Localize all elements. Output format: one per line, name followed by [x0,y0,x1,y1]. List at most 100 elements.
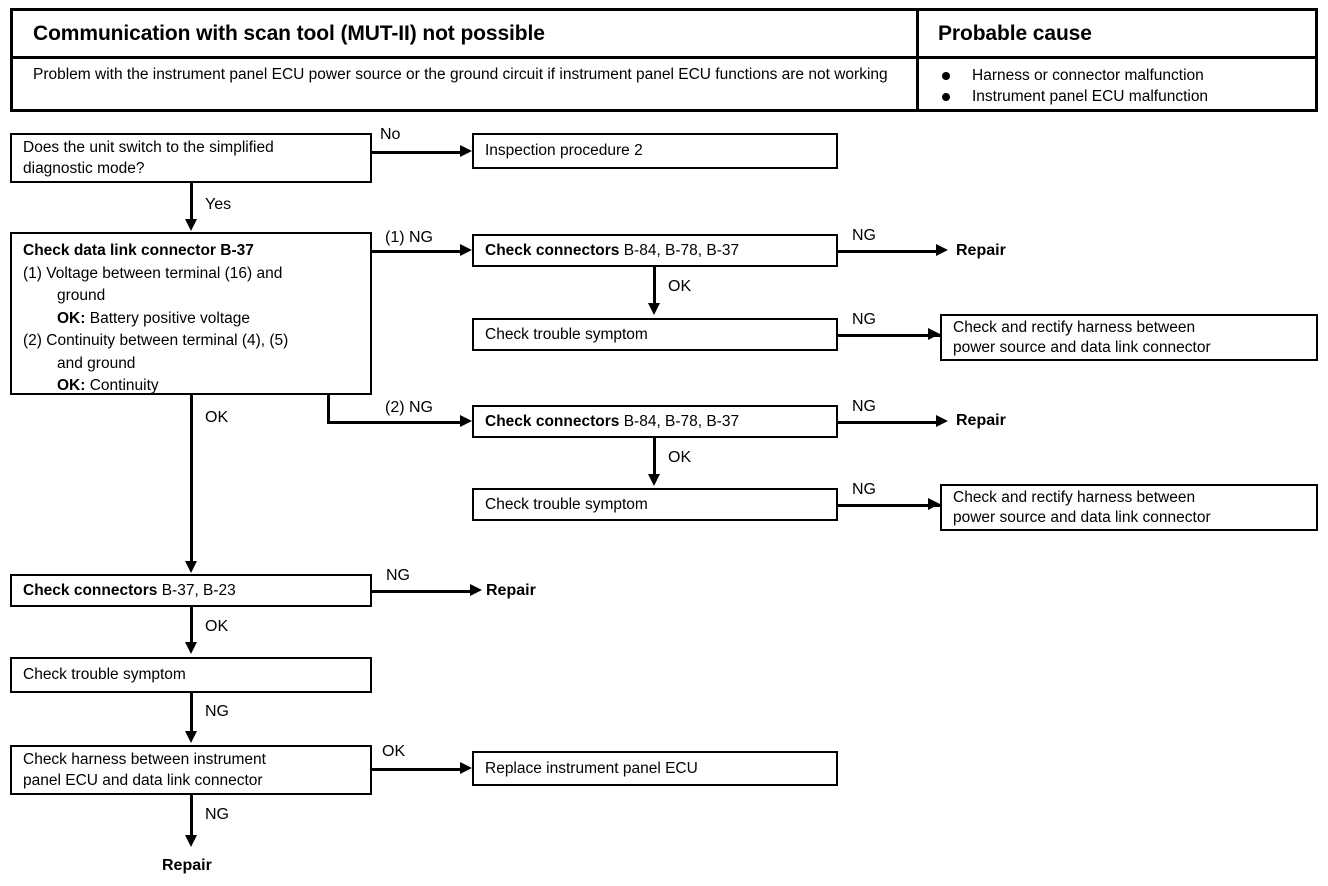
edge-yes-line [190,183,193,221]
edge-ng1-line [372,250,462,253]
node-inspection-procedure: Inspection procedure 2 [472,133,838,169]
cause-text: Harness or connector malfunction [972,67,1204,84]
symptom-description: Problem with the instrument panel ECU po… [33,66,888,83]
rectify-harness-2-line1: Check and rectify harness between [953,488,1196,506]
check-connectors-2-label: Check connectors [485,412,620,430]
node-rectify-harness-1: Check and rectify harness between power … [940,314,1318,361]
edge-label-ok4: OK [382,743,406,760]
edge-ng-rectify2-line [838,504,942,507]
edge-yes-arrow [185,219,197,231]
check-trouble-symptom-2-text: Check trouble symptom [485,495,648,513]
edge-label-ng2: (2) NG [385,399,433,416]
bullet-icon [942,93,950,101]
node-check-connectors-1: Check connectors B-84, B-78, B-37 [472,234,838,267]
symptom-header-table: Communication with scan tool (MUT-II) no… [10,8,1318,112]
edge-ok4-line [372,768,464,771]
edge-label-yes: Yes [205,196,232,213]
inspection-procedure-text: Inspection procedure 2 [485,142,643,159]
header-vertical-divider [916,11,919,109]
node-check-connectors-3: Check connectors B-37, B-23 [10,574,372,607]
check-dlc-title: Check data link connector B-37 [23,242,254,259]
edge-ok3-line [190,607,193,644]
edge-label-ng-down1: NG [205,703,229,720]
node-check-harness: Check harness between instrument panel E… [10,745,372,795]
check-dlc-step1: (1) Voltage between terminal (16) and [23,264,283,282]
edge-label-ok-main: OK [205,409,229,426]
rectify-harness-1-line1: Check and rectify harness between [953,318,1196,336]
edge-label-ok3: OK [205,618,229,635]
node-check-connectors-2: Check connectors B-84, B-78, B-37 [472,405,838,438]
edge-label-ng1: (1) NG [385,229,433,246]
check-dlc-ok2-label: OK: [57,377,86,394]
cause-list-item: Instrument panel ECU malfunction [938,86,1308,107]
edge-ng-down2-line [190,795,193,837]
header-horizontal-divider [13,56,1315,59]
check-connectors-3-ids: B-37, B-23 [161,581,236,599]
edge-ng-repair3-arrow [470,584,482,596]
edge-ok2-arrow [648,474,660,486]
edge-ng-repair1-arrow [936,244,948,256]
edge-ok4-arrow [460,762,472,774]
check-connectors-1-label: Check connectors [485,241,620,259]
node-repair-3: Repair [486,582,536,599]
node-repair-1: Repair [956,242,1006,259]
rectify-harness-2-line2: power source and data link connector [953,508,1211,526]
cause-text: Instrument panel ECU malfunction [972,88,1209,105]
edge-label-no: No [380,126,401,143]
check-trouble-symptom-3-text: Check trouble symptom [23,666,186,683]
node-check-data-link-connector: Check data link connector B-37 (1) Volta… [10,232,372,395]
edge-ng-repair1-line [838,250,938,253]
node-check-trouble-symptom-1: Check trouble symptom [472,318,838,351]
edge-label-ng-rectify2: NG [852,481,876,498]
rectify-harness-1-line2: power source and data link connector [953,338,1211,356]
check-dlc-step2-cont: and ground [57,354,136,372]
check-connectors-1-ids: B-84, B-78, B-37 [623,241,740,259]
node-rectify-harness-2: Check and rectify harness between power … [940,484,1318,531]
edge-label-ok1: OK [668,278,692,295]
node-repair-2: Repair [956,412,1006,429]
edge-ng-rectify1-line [838,334,942,337]
check-trouble-symptom-1-text: Check trouble symptom [485,325,648,343]
cause-list-item: Harness or connector malfunction [938,65,1308,86]
edge-ok-main-arrow [185,561,197,573]
bullet-icon [942,72,950,80]
edge-ok1-arrow [648,303,660,315]
edge-ng2-arrow [460,415,472,427]
check-connectors-3-label: Check connectors [23,581,158,599]
edge-label-ng-repair2: NG [852,398,876,415]
edge-ng2-vline [327,395,330,424]
edge-no-arrow [460,145,472,157]
node-replace-instrument-panel-ecu: Replace instrument panel ECU [472,751,838,786]
check-dlc-ok2-value: Continuity [89,377,159,394]
unit-switch-line1: Does the unit switch to the simplified [23,139,274,156]
edge-ng-repair3-line [372,590,472,593]
probable-cause-title: Probable cause [938,22,1092,45]
check-harness-line2: panel ECU and data link connector [23,772,263,789]
unit-switch-line2: diagnostic mode? [23,160,145,177]
edge-ng-rectify2-arrow [928,498,940,510]
symptom-title: Communication with scan tool (MUT-II) no… [33,22,545,45]
check-dlc-step1-cont: ground [57,287,106,304]
edge-ng-down1-line [190,693,193,733]
edge-ng-repair2-line [838,421,938,424]
edge-label-ng-repair1: NG [852,227,876,244]
edge-label-ng-down2: NG [205,806,229,823]
check-dlc-ok1-label: OK: [57,309,86,327]
edge-ok-main-line [190,395,193,563]
probable-cause-list: Harness or connector malfunction Instrum… [938,65,1308,107]
check-dlc-ok1-value: Battery positive voltage [89,309,250,327]
node-repair-4: Repair [162,857,212,874]
check-harness-line1: Check harness between instrument [23,751,266,768]
edge-ok3-arrow [185,642,197,654]
edge-ng-down1-arrow [185,731,197,743]
edge-ng1-arrow [460,244,472,256]
node-check-trouble-symptom-3: Check trouble symptom [10,657,372,693]
edge-ng2-hline [327,421,462,424]
node-check-trouble-symptom-2: Check trouble symptom [472,488,838,521]
edge-label-ng-rectify1: NG [852,311,876,328]
edge-ng-repair2-arrow [936,415,948,427]
replace-ecu-text: Replace instrument panel ECU [485,759,698,777]
node-unit-switch-question: Does the unit switch to the simplified d… [10,133,372,183]
edge-ok1-line [653,267,656,305]
edge-ng-down2-arrow [185,835,197,847]
